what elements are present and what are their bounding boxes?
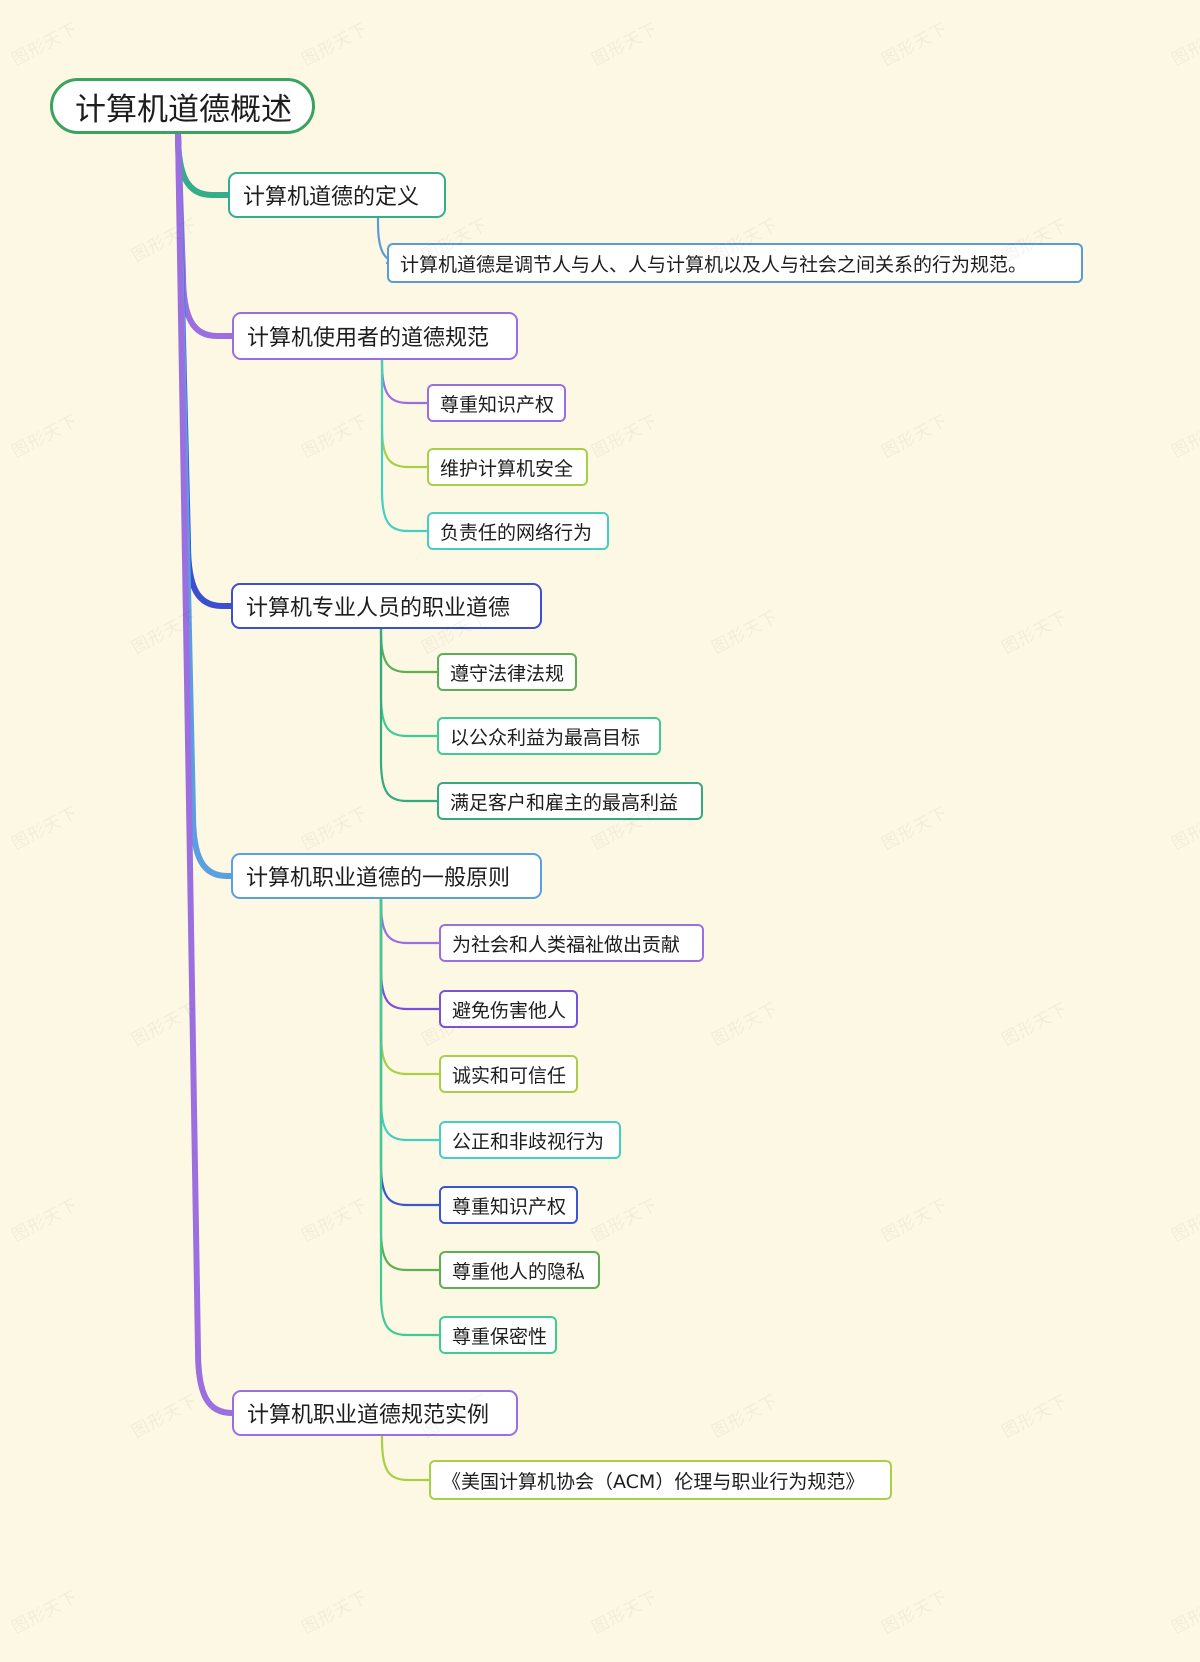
connector-line: [379, 897, 441, 945]
leaf-node-4-6-label: 尊重他人的隐私: [452, 1260, 586, 1283]
branch-node-4[interactable]: 计算机职业道德的一般原则: [231, 853, 542, 899]
connector-line: [379, 897, 441, 1207]
connector-line: [175, 131, 235, 1416]
leaf-node-4-2[interactable]: 避免伤害他人: [439, 990, 578, 1028]
leaf-node-4-6[interactable]: 尊重他人的隐私: [439, 1251, 600, 1289]
branch-node-4-label: 计算机职业道德的一般原则: [246, 866, 511, 891]
branch-node-2[interactable]: 计算机使用者的道德规范: [232, 312, 518, 360]
root-node[interactable]: 计算机道德概述: [50, 78, 315, 134]
connector-line: [379, 897, 441, 1337]
branch-node-2-label: 计算机使用者的道德规范: [247, 326, 490, 351]
leaf-node-4-3-label: 诚实和可信任: [452, 1064, 567, 1087]
leaf-node-2-1[interactable]: 尊重知识产权: [427, 384, 566, 422]
leaf-node-3-1[interactable]: 遵守法律法规: [437, 653, 577, 691]
leaf-node-5-1[interactable]: 《美国计算机协会（ACM）伦理与职业行为规范》: [429, 1460, 892, 1500]
connector-line: [175, 131, 234, 879]
leaf-node-3-3-label: 满足客户和雇主的最高利益: [450, 791, 679, 814]
leaf-node-2-2[interactable]: 维护计算机安全: [427, 448, 588, 486]
connector-line: [380, 358, 429, 405]
leaf-node-4-5-label: 尊重知识产权: [452, 1195, 567, 1218]
connector-line: [379, 897, 441, 1142]
leaf-node-1-1-label: 计算机道德是调节人与人、人与计算机以及人与社会之间关系的行为规范。: [400, 253, 1028, 276]
connector-line: [379, 627, 439, 803]
leaf-node-4-4-label: 公正和非歧视行为: [452, 1130, 605, 1153]
branch-node-1[interactable]: 计算机道德的定义: [228, 172, 446, 218]
leaf-node-4-5[interactable]: 尊重知识产权: [439, 1186, 578, 1224]
leaf-node-2-3-label: 负责任的网络行为: [440, 521, 593, 544]
branch-node-3[interactable]: 计算机专业人员的职业道德: [231, 583, 542, 629]
connector-line: [379, 897, 441, 1076]
leaf-node-4-3[interactable]: 诚实和可信任: [439, 1055, 578, 1093]
connector-line: [379, 627, 439, 674]
connector-line: [379, 627, 439, 738]
leaf-node-2-3[interactable]: 负责任的网络行为: [427, 512, 609, 550]
leaf-node-4-7-label: 尊重保密性: [452, 1325, 548, 1348]
branch-node-5-label: 计算机职业道德规范实例: [247, 1403, 490, 1428]
leaf-node-1-1[interactable]: 计算机道德是调节人与人、人与计算机以及人与社会之间关系的行为规范。: [387, 243, 1083, 283]
connector-line: [379, 897, 441, 1272]
connector-line: [175, 131, 235, 339]
leaf-node-3-1-label: 遵守法律法规: [450, 662, 565, 685]
connector-line: [379, 897, 441, 1011]
branch-node-1-label: 计算机道德的定义: [243, 185, 420, 210]
connector-line: [380, 358, 429, 469]
leaf-node-3-3[interactable]: 满足客户和雇主的最高利益: [437, 782, 703, 820]
leaf-node-4-7[interactable]: 尊重保密性: [439, 1316, 557, 1354]
branch-node-3-label: 计算机专业人员的职业道德: [246, 596, 511, 621]
leaf-node-4-1[interactable]: 为社会和人类福祉做出贡献: [439, 924, 704, 962]
leaf-node-2-1-label: 尊重知识产权: [440, 393, 555, 416]
connector-line: [380, 358, 429, 533]
leaf-node-2-2-label: 维护计算机安全: [440, 457, 574, 480]
connector-line: [380, 1434, 431, 1482]
leaf-node-4-1-label: 为社会和人类福祉做出贡献: [452, 933, 681, 956]
leaf-node-5-1-label: 《美国计算机协会（ACM）伦理与职业行为规范》: [442, 1470, 865, 1493]
leaf-node-3-2-label: 以公众利益为最高目标: [450, 726, 641, 749]
leaf-node-4-4[interactable]: 公正和非歧视行为: [439, 1121, 621, 1159]
branch-node-5[interactable]: 计算机职业道德规范实例: [232, 1390, 518, 1436]
root-node-label: 计算机道德概述: [75, 91, 292, 128]
connector-line: [175, 131, 231, 198]
leaf-node-3-2[interactable]: 以公众利益为最高目标: [437, 717, 661, 755]
leaf-node-4-2-label: 避免伤害他人: [452, 999, 567, 1022]
